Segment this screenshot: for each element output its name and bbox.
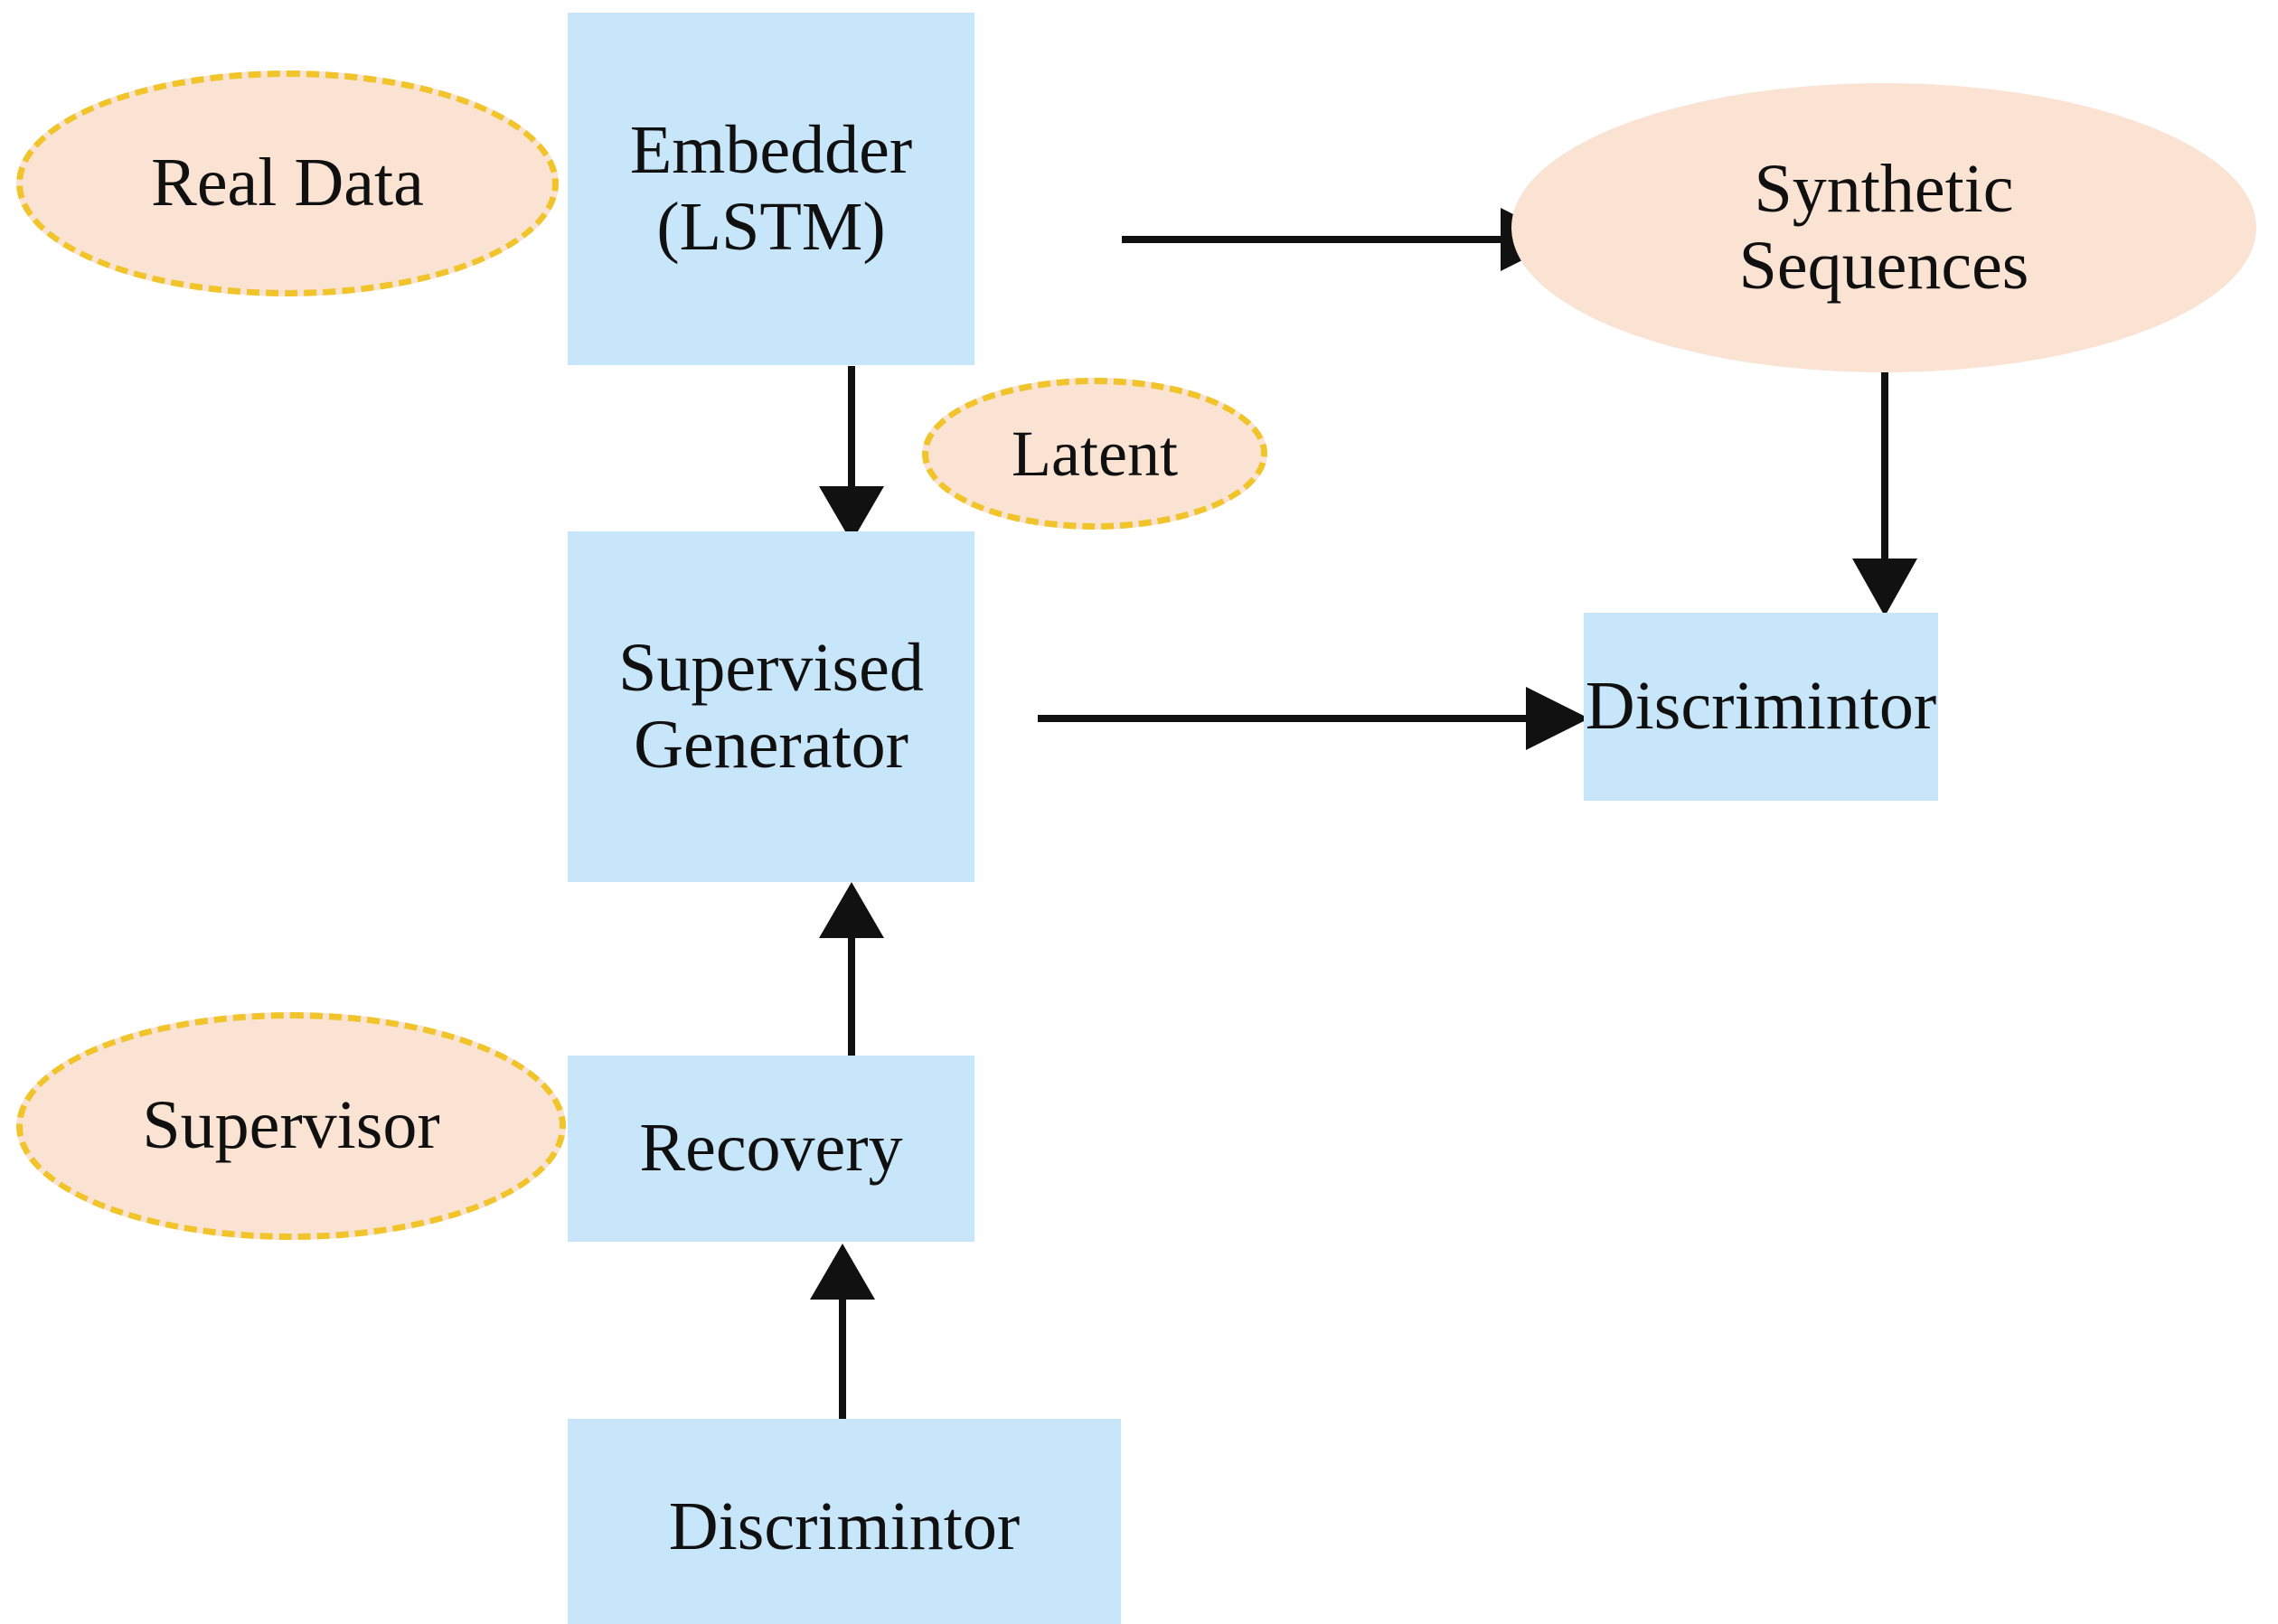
- node-supervisor-label: Supervisor: [142, 1087, 440, 1164]
- node-recovery[interactable]: Recovery: [568, 1056, 974, 1242]
- arrow-synthetic-to-discrimintor: [1852, 369, 1917, 616]
- node-discrimintor-bottom-label: Discrimintor: [668, 1488, 1021, 1565]
- arrow-embedder-to-supgen: [819, 366, 884, 542]
- node-supervised-generator-label: Supervised Generator: [618, 629, 924, 783]
- node-discrimintor-right-label: Discrimintor: [1585, 668, 1937, 745]
- node-recovery-label: Recovery: [639, 1110, 903, 1187]
- node-real-data-label: Real Data: [151, 145, 424, 221]
- node-embedder-label: Embedder (LSTM): [629, 111, 913, 265]
- node-supervised-generator[interactable]: Supervised Generator: [568, 531, 974, 882]
- node-supervisor[interactable]: Supervisor: [16, 1012, 566, 1240]
- arrow-recovery-to-supgen: [819, 882, 884, 1056]
- node-discrimintor-bottom[interactable]: Discrimintor: [568, 1419, 1121, 1624]
- node-latent-label: Latent: [1012, 417, 1178, 490]
- node-discrimintor-right[interactable]: Discrimintor: [1584, 613, 1938, 801]
- arrow-discbottom-to-recovery: [810, 1244, 875, 1419]
- node-synthetic-sequences[interactable]: Synthetic Sequences: [1511, 83, 2256, 372]
- node-embedder[interactable]: Embedder (LSTM): [568, 13, 974, 365]
- node-synthetic-sequences-label: Synthetic Sequences: [1738, 150, 2029, 304]
- node-real-data[interactable]: Real Data: [16, 70, 559, 296]
- arrow-supgen-to-discrimintor: [1038, 687, 1589, 750]
- node-latent[interactable]: Latent: [922, 378, 1267, 530]
- arrow-embedder-to-synthetic: [1122, 208, 1564, 271]
